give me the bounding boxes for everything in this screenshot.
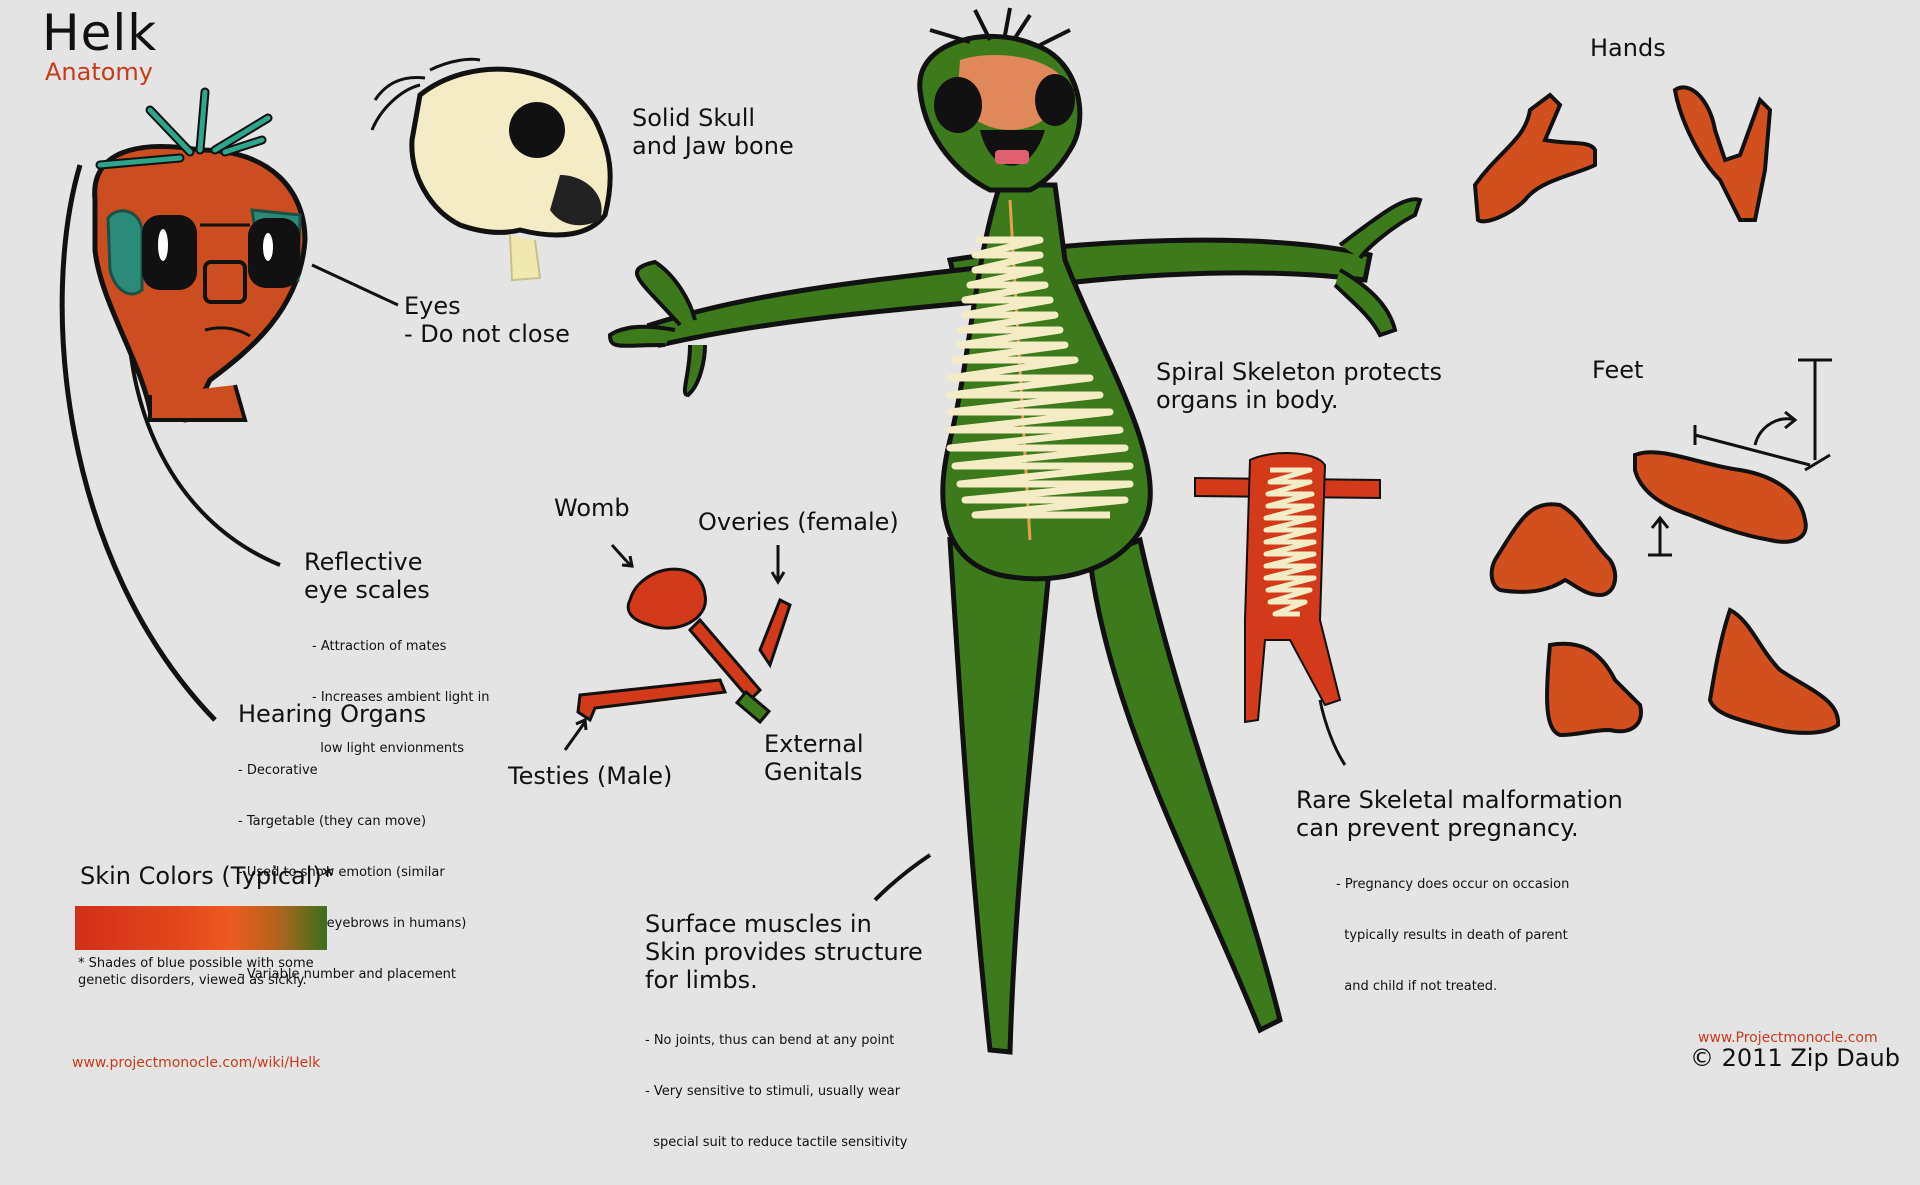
feet-illustration: [1489, 450, 1841, 738]
page-title: Helk: [42, 4, 158, 62]
dimension-marker-icon: [1648, 358, 1832, 557]
copyright: © 2011 Zip Daub: [1690, 1044, 1900, 1072]
skull-label: Solid Skull and Jaw bone: [632, 104, 794, 160]
reflective-scales-label: Reflective eye scales - Attraction of ma…: [304, 548, 490, 756]
reproductive-organs-illustration: [563, 543, 792, 751]
eyes-label: Eyes - Do not close: [404, 292, 570, 348]
malformation-label: Rare Skeletal malformation can prevent p…: [1296, 786, 1623, 994]
spiral-skeleton-label: Spiral Skeleton protects organs in body.: [1156, 358, 1442, 414]
skin-color-gradient: [75, 906, 327, 950]
spiral-skeleton-illustration: [1194, 452, 1381, 766]
skull-illustration: [370, 57, 613, 282]
skin-footnote: * Shades of blue possible with some gene…: [78, 956, 314, 988]
surface-muscles-label: Surface muscles in Skin provides structu…: [645, 910, 923, 1150]
pointer-stroke: [873, 853, 932, 902]
skin-colors-title: Skin Colors (Typical)*: [80, 862, 334, 890]
feet-label: Feet: [1592, 356, 1644, 384]
womb-label: Womb: [554, 494, 630, 522]
testies-label: Testies (Male): [508, 762, 673, 790]
helk-head-illustration: [59, 87, 399, 722]
anatomy-artwork: [59, 7, 1841, 1055]
genitals-label: External Genitals: [764, 730, 864, 786]
footer-url-left[interactable]: www.projectmonocle.com/wiki/Helk: [72, 1055, 321, 1071]
hands-label: Hands: [1590, 34, 1666, 62]
helk-body-illustration: [607, 7, 1423, 1055]
page-subtitle: Anatomy: [45, 58, 154, 86]
hands-illustration: [1472, 85, 1773, 224]
footer-url-right[interactable]: www.Projectmonocle.com: [1698, 1030, 1878, 1046]
ovaries-label: Overies (female): [698, 508, 899, 536]
